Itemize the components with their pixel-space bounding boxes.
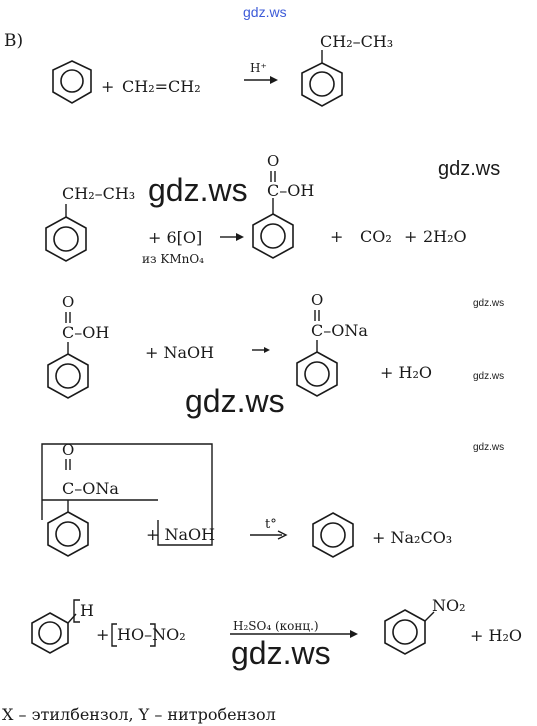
ethyl-group: CH₂–CH₃ <box>320 32 393 51</box>
reaction-2: CH₂–CH₃ + 6[O] из KMnO₄ O C–OH + CO₂ + 2… <box>45 152 467 266</box>
reaction-arrow <box>230 630 358 638</box>
sodium-benzoate-product: O C–ONa <box>296 291 368 397</box>
sodium-benzoate-reactant: O C–ONa <box>47 441 119 557</box>
carbonyl-oxygen: O <box>311 291 323 309</box>
sodium-carbonate: + Na₂CO₃ <box>372 528 452 547</box>
watermark-top: gdz.ws <box>243 4 287 20</box>
watermark: gdz.ws <box>473 371 504 382</box>
reaction-arrow <box>250 530 288 540</box>
reaction-4: O C–ONa + NaOH t° + Na₂CO₃ <box>41 441 452 558</box>
hydrogen-atom: H <box>80 601 94 620</box>
carbonyl-oxygen: O <box>267 152 279 170</box>
reaction-arrow <box>220 233 244 241</box>
water-product: + H₂O <box>470 626 522 645</box>
answer-line: X – этилбензол, Y – нитробензол <box>2 705 276 724</box>
heating-condition: t° <box>265 517 277 532</box>
oxidant-source: из KMnO₄ <box>142 252 204 266</box>
reaction-arrow <box>244 76 278 84</box>
nitro-group: NO₂ <box>432 596 466 615</box>
carboxyl-group: C–OH <box>267 181 314 200</box>
sodium-hydroxide: + NaOH <box>145 343 214 362</box>
oxidant-label: + 6[O] <box>148 228 202 247</box>
plus-sign: + <box>404 227 417 246</box>
carbonyl-oxygen: O <box>62 441 74 459</box>
watermark: gdz.ws <box>148 172 248 208</box>
reaction-5: H + HO–NO₂ H₂SO₄ (конц.) NO₂ + H₂O <box>31 596 522 655</box>
reaction-arrow <box>252 347 270 353</box>
section-label: B) <box>4 31 23 51</box>
watermark: gdz.ws <box>231 635 331 671</box>
nitric-acid: HO–NO₂ <box>117 625 186 644</box>
carboxylate-group: C–ONa <box>311 321 368 340</box>
water-product: 2H₂O <box>423 227 467 246</box>
benzene-ring <box>52 60 92 104</box>
sodium-hydroxide: + NaOH <box>146 525 215 544</box>
water-product: + H₂O <box>380 363 432 382</box>
benzoic-acid-reactant: O C–OH <box>47 293 109 399</box>
watermark: gdz.ws <box>438 158 500 180</box>
plus-sign: + <box>101 77 114 96</box>
catalyst-label: H⁺ <box>250 61 267 75</box>
carboxyl-group: C–OH <box>62 323 109 342</box>
ethene-formula: CH₂=CH₂ <box>122 77 201 96</box>
elimination-frame <box>41 443 213 546</box>
nitrobenzene-product: NO₂ <box>384 596 466 655</box>
carbon-dioxide: CO₂ <box>360 227 392 246</box>
plus-sign: + <box>330 227 343 246</box>
watermark: gdz.ws <box>473 442 504 453</box>
benzene-reactant: H <box>31 599 94 654</box>
ethylbenzene-reactant: CH₂–CH₃ <box>45 184 135 262</box>
watermark: gdz.ws <box>473 298 504 309</box>
benzene-product <box>312 512 354 558</box>
plus-sign: + <box>96 625 109 644</box>
ethylbenzene-product: CH₂–CH₃ <box>301 32 393 107</box>
reaction-3: O C–OH + NaOH O C–ONa + H₂O <box>47 291 432 399</box>
catalyst-label: H₂SO₄ (конц.) <box>233 619 319 633</box>
ethyl-group-left: CH₂–CH₃ <box>62 184 135 203</box>
reaction-1: + CH₂=CH₂ H⁺ CH₂–CH₃ <box>52 32 393 107</box>
carbonyl-oxygen: O <box>62 293 74 311</box>
benzoic-acid-product: O C–OH <box>252 152 314 259</box>
watermark: gdz.ws <box>185 383 285 419</box>
carboxylate-group: C–ONa <box>62 479 119 498</box>
